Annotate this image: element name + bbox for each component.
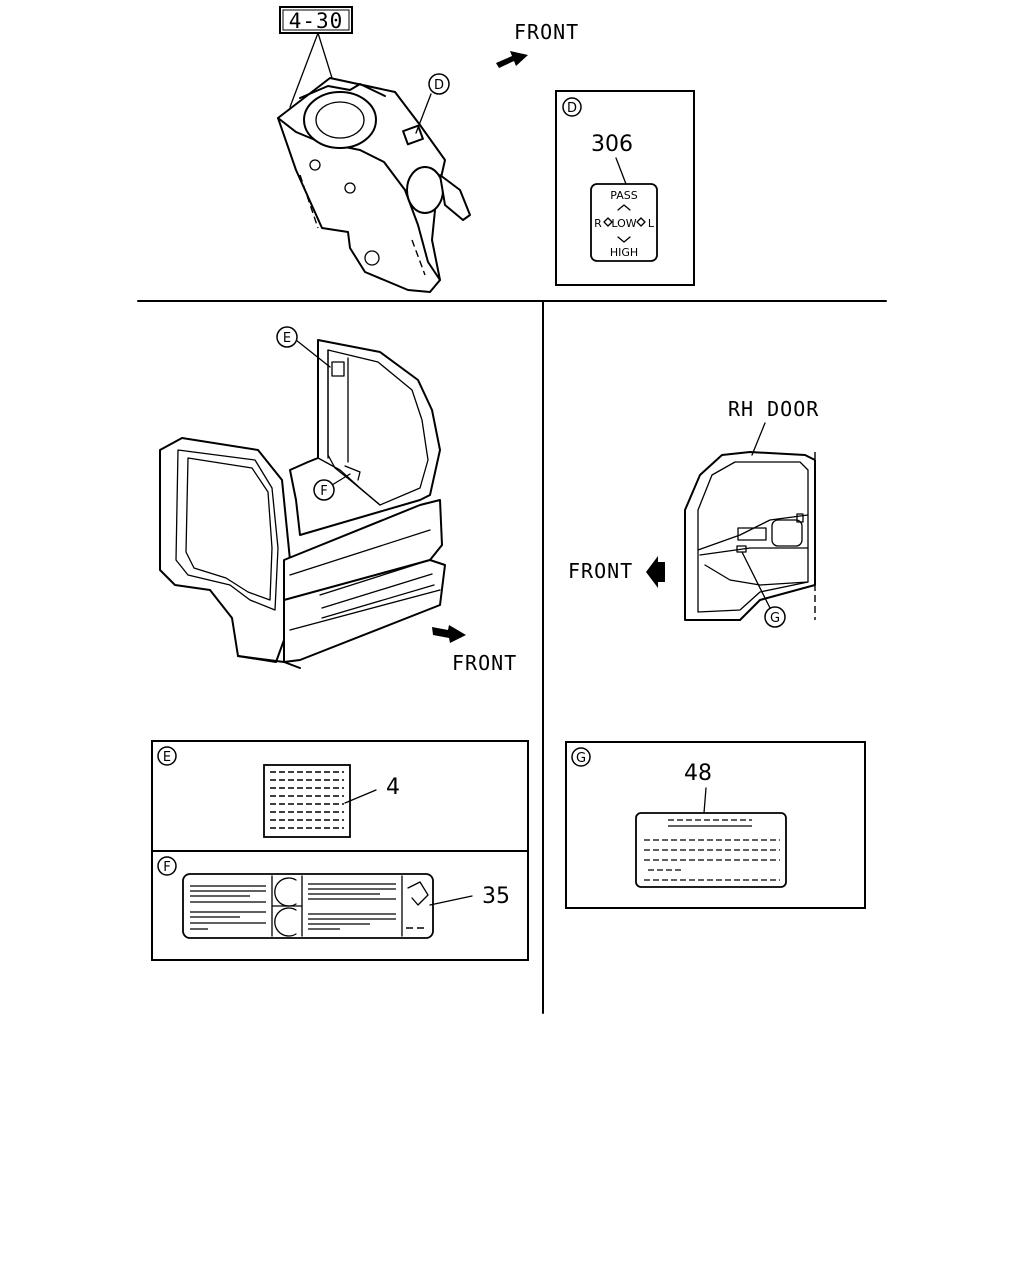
truck-cab <box>159 339 446 669</box>
callout-d: D <box>428 73 450 95</box>
callout-e-cab: E <box>276 326 331 368</box>
detail-f-box: F 35 <box>151 850 529 961</box>
callout-g-door: G <box>764 606 786 628</box>
front-indicator-middle: FRONT <box>432 625 517 675</box>
part-35-number: 35 <box>482 884 510 909</box>
rh-door-label: RH DOOR <box>728 397 819 421</box>
callout-f-cab-letter: F <box>320 484 327 499</box>
front-label-middle: FRONT <box>452 651 517 675</box>
reference-box-text: 4-30 <box>289 9 344 33</box>
front-arrow-right <box>646 556 665 588</box>
callout-g-door-letter: G <box>770 611 780 626</box>
part-306-number: 306 <box>591 132 633 157</box>
switch-pass: PASS <box>610 189 637 202</box>
switch-r: R <box>594 217 602 230</box>
front-indicator-top: FRONT <box>496 20 579 68</box>
callout-d-letter: D <box>434 78 444 93</box>
front-label-right: FRONT <box>568 559 633 583</box>
callout-e-cab-letter: E <box>283 331 291 346</box>
reference-box-4-30: 4-30 <box>279 6 353 34</box>
switch-high: HIGH <box>610 246 638 259</box>
label-e-plate <box>263 764 351 838</box>
steering-column-cover <box>277 32 471 293</box>
label-f-plate <box>182 873 434 939</box>
detail-g-letter: G <box>576 751 586 766</box>
switch-low: LOW <box>611 217 636 230</box>
detail-g-box: G 48 <box>565 741 866 909</box>
detail-d-box: D 306 PASS R LOW L HIGH <box>555 90 695 286</box>
detail-e-letter: E <box>163 750 171 765</box>
detail-d-letter: D <box>567 101 577 116</box>
front-label-top: FRONT <box>514 20 579 44</box>
front-indicator-right: FRONT <box>568 556 665 588</box>
rh-door: RH DOOR <box>684 397 819 621</box>
part-4-number: 4 <box>386 775 400 800</box>
panel-dividers <box>137 300 887 1014</box>
callout-f-cab: F <box>313 473 351 501</box>
detail-e-box: E 4 <box>151 740 529 852</box>
part-48-number: 48 <box>684 761 712 786</box>
detail-f-letter: F <box>163 860 170 875</box>
dimmer-switch-label <box>590 183 658 262</box>
switch-l: L <box>648 217 655 230</box>
front-arrow-middle <box>432 625 466 643</box>
front-arrow-top <box>496 51 528 68</box>
